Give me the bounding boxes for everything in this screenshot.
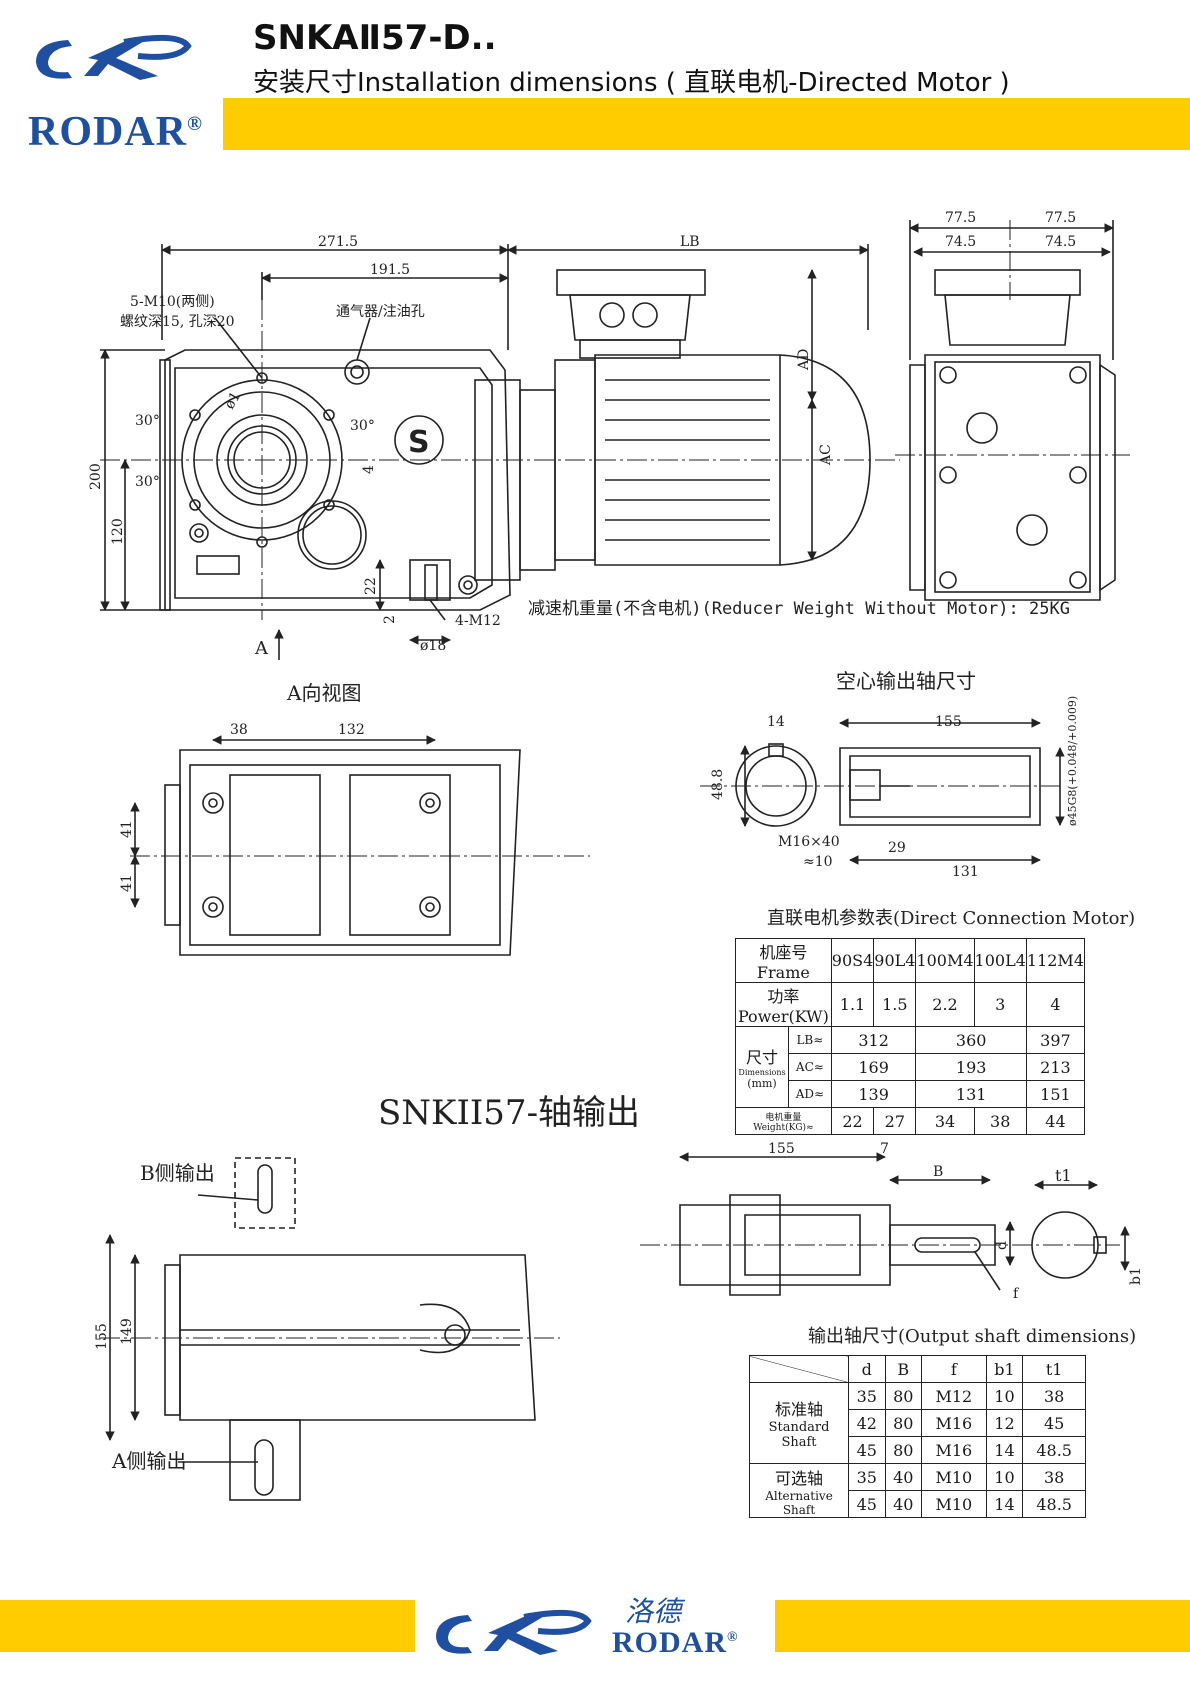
- solid-shaft-view: [640, 1152, 1130, 1296]
- hollow-tol: ø45G8(+0.048/+0.009): [1066, 696, 1079, 826]
- footer-brand: RODAR®: [612, 1626, 739, 1659]
- side-dim-775b: 77.5: [1045, 210, 1076, 226]
- hollow-29: 29: [888, 840, 906, 856]
- dim-4: 4: [361, 465, 377, 474]
- hollow-shaft-view: [700, 718, 1065, 865]
- table-row: 机座号Frame 90S4 90L4 100M4 100L4 112M4: [735, 938, 1086, 983]
- brand-name: RODAR®: [28, 109, 203, 155]
- hollow-m16: M16×40: [778, 834, 840, 850]
- table-row: 功率Power(KW) 1.1 1.5 2.2 3 4: [735, 982, 1086, 1027]
- frame-label: 机座号Frame: [735, 938, 832, 983]
- page-subtitle: 安装尺寸Installation dimensions ( 直联电机-Direc…: [253, 68, 1010, 98]
- hollow-131: 131: [952, 864, 979, 880]
- table-row: 电机重量Weight(KG)≈ 22 27 34 38 44: [735, 1107, 1086, 1135]
- solid-b: B: [933, 1164, 943, 1180]
- dim-18: ø18: [420, 638, 446, 654]
- footer-brand-cn: 洛德: [625, 1595, 682, 1628]
- hollow-shaft-title: 空心输出轴尺寸: [836, 669, 976, 693]
- motor-parameter-table: 机座号Frame 90S4 90L4 100M4 100L4 112M4 功率P…: [735, 938, 1086, 1135]
- svg-text:S: S: [408, 425, 430, 460]
- side-dim-775a: 77.5: [945, 210, 976, 226]
- shaft-table-title: 输出轴尺寸(Output shaft dimensions): [808, 1326, 1137, 1347]
- main-view: S: [100, 244, 900, 660]
- solid-7: 7: [880, 1141, 889, 1157]
- solid-b1: b1: [1128, 1267, 1144, 1285]
- shaft-output-view: [100, 1157, 560, 1501]
- view-a-41b: 41: [119, 874, 135, 892]
- b-side-label: B侧输出: [140, 1161, 215, 1185]
- a-view: [130, 735, 590, 956]
- dim-lb: LB: [680, 234, 700, 250]
- standard-shaft-label: 标准轴 Standard Shaft: [749, 1382, 849, 1464]
- side-dim-745b: 74.5: [1045, 234, 1076, 250]
- rodar-logo-icon: [36, 34, 192, 80]
- side-view: [895, 220, 1130, 601]
- dimension-label: 尺寸 Dimensions (mm): [735, 1026, 789, 1108]
- dim-m12: 4-M12: [455, 613, 501, 629]
- table-row: AC≈ 169 193 213: [736, 1053, 1086, 1081]
- dim-ac: AC: [818, 444, 834, 466]
- solid-d: d: [994, 1241, 1010, 1250]
- shaft-149: 149: [119, 1318, 135, 1345]
- dim-191: 191.5: [370, 262, 410, 278]
- breather-label: 通气器/注油孔: [336, 304, 425, 320]
- table-row: AD≈ 139 131 151: [736, 1080, 1086, 1108]
- hollow-14: 14: [767, 714, 785, 730]
- table-row: d B f b1 t1: [749, 1355, 1086, 1383]
- dim-30a: 30°: [135, 413, 160, 429]
- arrow-a-label: A: [254, 638, 269, 659]
- weight-label: 电机重量Weight(KG)≈: [735, 1107, 832, 1135]
- hollow-155: 155: [935, 714, 962, 730]
- footer-yellow-band-left: [0, 1600, 415, 1652]
- dim-120: 120: [110, 518, 126, 545]
- bolt-note-1: 5-M10(两侧): [130, 294, 215, 310]
- model-title: SNKAⅡ57-D..: [253, 18, 497, 58]
- side-dim-745a: 74.5: [945, 234, 976, 250]
- solid-t1: t1: [1055, 1166, 1072, 1185]
- hollow-10: ≈10: [803, 854, 833, 870]
- shaft-155: 155: [94, 1323, 110, 1350]
- dim-2: 2: [382, 615, 398, 624]
- a-side-label: A侧输出: [111, 1449, 186, 1473]
- table-row: 尺寸 Dimensions (mm) LB≈ 312 360 397: [735, 1026, 1086, 1108]
- dim-30c: 30°: [350, 418, 375, 434]
- weight-note: 减速机重量(不含电机)(Reducer Weight Without Motor…: [528, 599, 1070, 619]
- dim-phi: ø1: [222, 389, 245, 412]
- dim-200: 200: [88, 463, 104, 490]
- dim-22: 22: [363, 577, 379, 595]
- view-a-41a: 41: [119, 820, 135, 838]
- view-a-title: A向视图: [286, 681, 361, 705]
- shaft-output-title: SNKII57-轴输出: [378, 1093, 641, 1133]
- bolt-note-2: 螺纹深15, 孔深20: [120, 314, 235, 330]
- motor-table-title: 直联电机参数表(Direct Connection Motor): [767, 908, 1136, 929]
- rodar-logo-icon: [436, 1609, 592, 1655]
- diagonal-header-cell: [749, 1355, 849, 1383]
- solid-f: f: [1013, 1286, 1020, 1302]
- power-label: 功率Power(KW): [735, 982, 832, 1027]
- alternative-shaft-label: 可选轴 Alternative Shaft: [749, 1463, 849, 1518]
- solid-155: 155: [768, 1141, 795, 1157]
- dim-30b: 30°: [135, 474, 160, 490]
- footer-yellow-band-right: [775, 1600, 1190, 1652]
- header-yellow-band: [223, 98, 1190, 150]
- dim-ad: AD: [796, 349, 812, 371]
- view-a-38: 38: [230, 722, 248, 738]
- hollow-48: 48.8: [710, 769, 726, 800]
- dim-271: 271.5: [318, 234, 358, 250]
- view-a-132: 132: [338, 722, 365, 738]
